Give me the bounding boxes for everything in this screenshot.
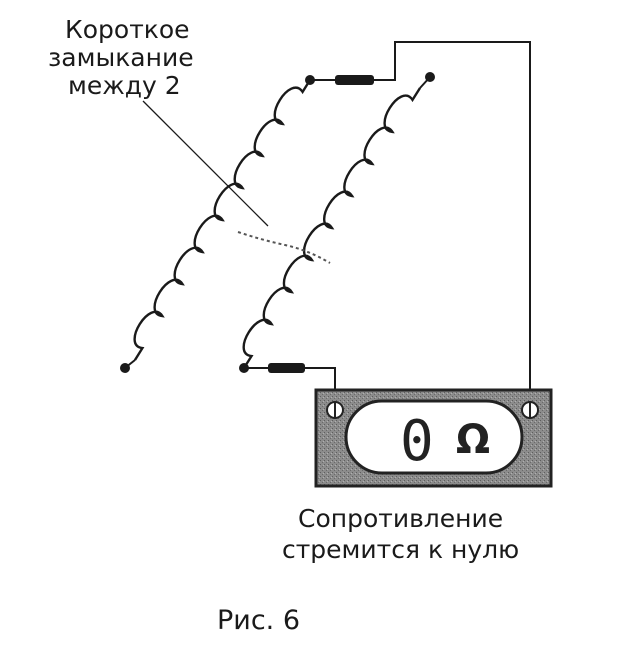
figure-caption: Рис. 6 [217,605,300,636]
ohmmeter: 0 Ω [314,388,553,488]
result-caption: Сопротивление стремится к нулю [282,504,519,564]
coil-right-turns [242,87,422,369]
ohm-unit-symbol: Ω [456,417,490,463]
callout-leader-line [142,100,269,227]
short-circuit-path [237,231,331,264]
result-line-2: стремится к нулю [282,535,519,564]
terminal-coil-right-top [425,72,435,82]
callout-line-3: между 2 [68,71,181,100]
coil-left [133,79,312,361]
callout-line-1: Короткое [65,15,190,44]
terminal-coil-left-bottom [120,363,130,373]
ohmmeter-reading: 0 [400,409,434,474]
coil-right [242,87,422,369]
resistor-top [335,75,374,85]
callout-line-2: замыкание [48,43,194,72]
coil-left-turns [133,79,312,361]
result-line-1: Сопротивление [298,504,503,533]
ohmmeter-display [344,399,524,475]
short-circuit-callout: Короткое замыкание между 2 [48,15,194,100]
wire-top-to-right-probe [374,41,531,400]
terminal-coil-left-top [305,75,315,85]
resistor-bottom [268,363,305,373]
terminal-coil-right-bottom [239,363,249,373]
